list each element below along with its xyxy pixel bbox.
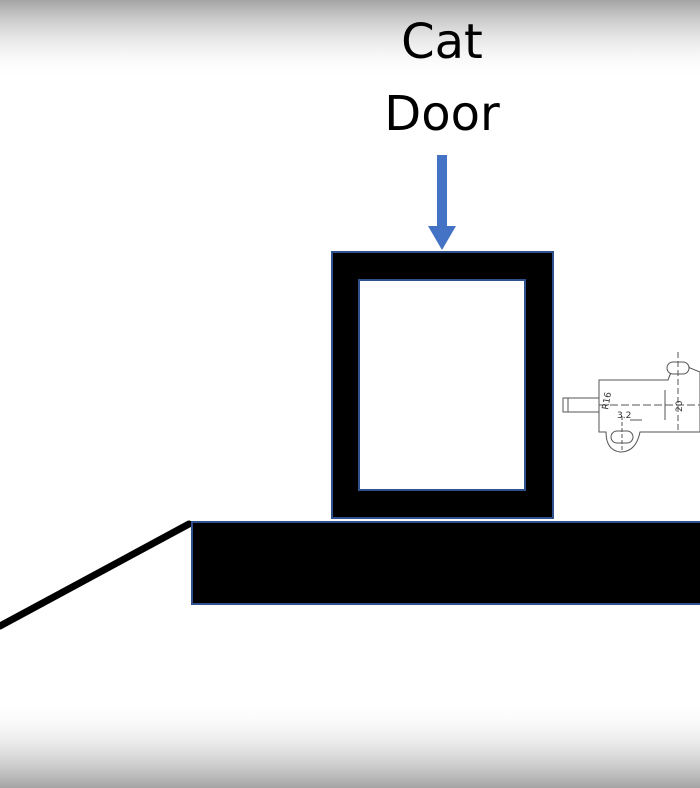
vignette-bottom	[0, 700, 700, 788]
latch-dimension-small: 3.2	[617, 411, 631, 421]
down-arrow-icon	[428, 155, 456, 250]
cat-door-label-line2: Door	[384, 86, 500, 142]
vignette-top	[0, 0, 700, 80]
cat-door-label-line1: Cat	[401, 14, 483, 70]
latch-dimension-radius: R16	[601, 391, 614, 410]
base-platform	[191, 521, 700, 605]
latch-drawing	[562, 352, 700, 453]
door-frame	[331, 251, 554, 519]
latch-dimension-length: 20	[675, 400, 685, 412]
ramp-line	[0, 520, 193, 630]
